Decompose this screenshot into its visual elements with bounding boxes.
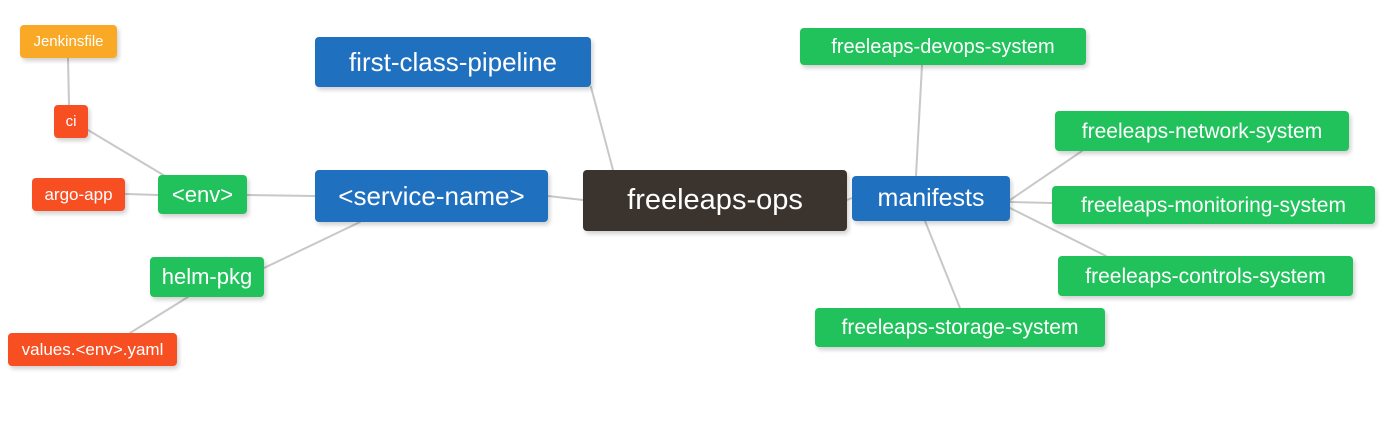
edge-service-name-to-env xyxy=(246,194,316,197)
node-freeleaps-storage-system[interactable]: freeleaps-storage-system xyxy=(815,308,1105,347)
edge-helm-pkg-to-values-env-yaml xyxy=(129,296,189,334)
edge-service-name-to-helm-pkg xyxy=(263,221,361,269)
edge-manifests-to-freeleaps-devops-system xyxy=(915,64,923,177)
node-ci[interactable]: ci xyxy=(54,105,88,138)
node-values-env-yaml[interactable]: values.<env>.yaml xyxy=(8,333,177,366)
node-first-class-pipeline[interactable]: first-class-pipeline xyxy=(315,37,591,87)
node-freeleaps-monitoring-system[interactable]: freeleaps-monitoring-system xyxy=(1052,186,1375,224)
node-freeleaps-devops-system[interactable]: freeleaps-devops-system xyxy=(800,28,1086,65)
node-argo-app[interactable]: argo-app xyxy=(32,178,125,211)
node-service-name[interactable]: <service-name> xyxy=(315,170,548,222)
edge-manifests-to-freeleaps-storage-system xyxy=(924,220,961,309)
edge-env-to-argo-app xyxy=(124,193,159,196)
edge-freeleaps-ops-to-first-class-pipeline xyxy=(590,86,614,171)
node-freeleaps-network-system[interactable]: freeleaps-network-system xyxy=(1055,111,1349,151)
node-jenkinsfile[interactable]: Jenkinsfile xyxy=(20,25,117,58)
node-freeleaps-controls-system[interactable]: freeleaps-controls-system xyxy=(1058,256,1353,296)
edge-ci-to-jenkinsfile xyxy=(67,57,70,106)
node-helm-pkg[interactable]: helm-pkg xyxy=(150,257,264,297)
node-manifests[interactable]: manifests xyxy=(852,176,1010,221)
edge-manifests-to-freeleaps-monitoring-system xyxy=(1009,201,1053,204)
node-freeleaps-ops[interactable]: freeleaps-ops xyxy=(583,170,847,231)
node-env[interactable]: <env> xyxy=(158,175,247,214)
edge-freeleaps-ops-to-service-name xyxy=(547,195,584,201)
